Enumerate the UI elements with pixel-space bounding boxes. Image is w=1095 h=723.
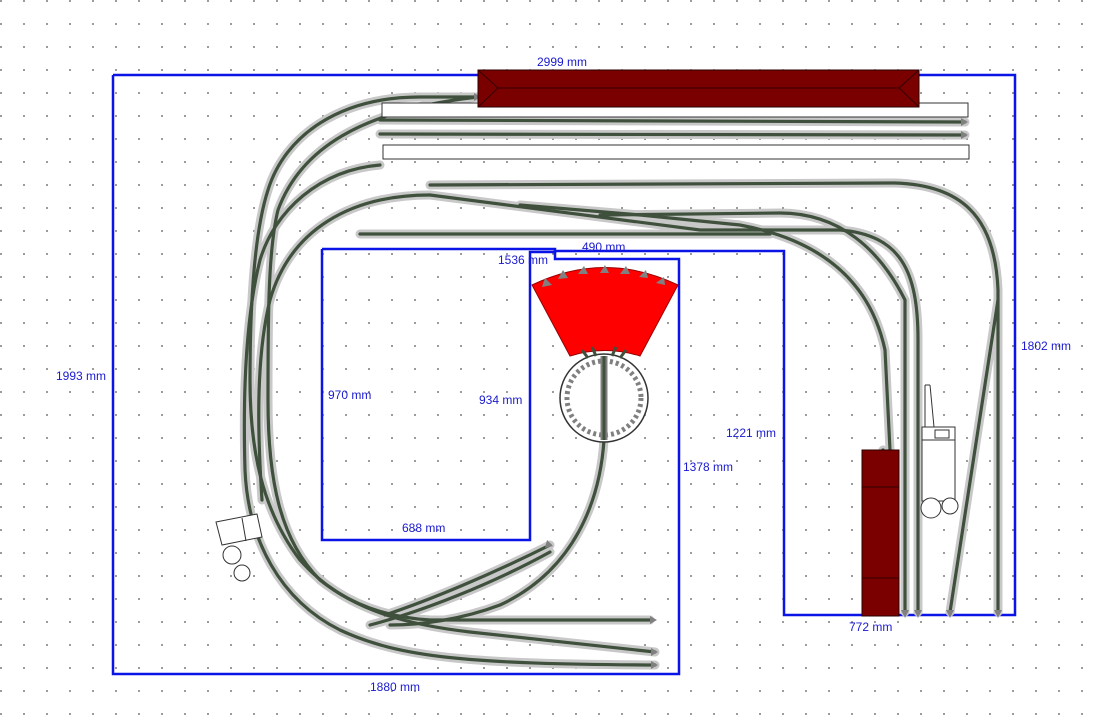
dim-inner-right-height: 1378 mm: [683, 460, 733, 474]
water-tower-left[interactable]: [215, 513, 263, 582]
roundhouse[interactable]: [531, 265, 679, 357]
goods-shed[interactable]: [861, 449, 900, 617]
inner-cutout-outline: [320, 247, 557, 542]
dim-inner-top-mid: 490 mm: [582, 240, 625, 254]
crane-right[interactable]: [920, 384, 959, 519]
dim-inner-left-height: 970 mm: [328, 388, 371, 402]
platform-lower: [382, 144, 970, 160]
dim-right-leg-bottom-width: 772 mm: [849, 620, 892, 634]
dimension-labels: 2999 mm 1993 mm 1802 mm 1880 mm 1536 mm …: [56, 55, 1071, 694]
track-end-markers: [474, 93, 1002, 669]
roundhouse-arrows: [542, 265, 665, 287]
dim-bottom-left-width: 1880 mm: [370, 680, 420, 694]
turntable[interactable]: [559, 346, 649, 443]
track-rails: [242, 95, 1000, 667]
track-layer: [239, 92, 1003, 670]
dim-inner-mid-height: 934 mm: [479, 393, 522, 407]
dim-top-width: 2999 mm: [537, 55, 587, 69]
dim-left-height: 1993 mm: [56, 369, 106, 383]
baseboard-outline[interactable]: [111, 73, 1017, 676]
dim-right-leg-inner-height: 1221 mm: [726, 426, 776, 440]
station-building[interactable]: [477, 69, 920, 108]
dim-inner-top-left: 1536 mm: [498, 253, 548, 267]
dim-right-height: 1802 mm: [1021, 339, 1071, 353]
dim-inner-bottom-width: 688 mm: [402, 521, 445, 535]
